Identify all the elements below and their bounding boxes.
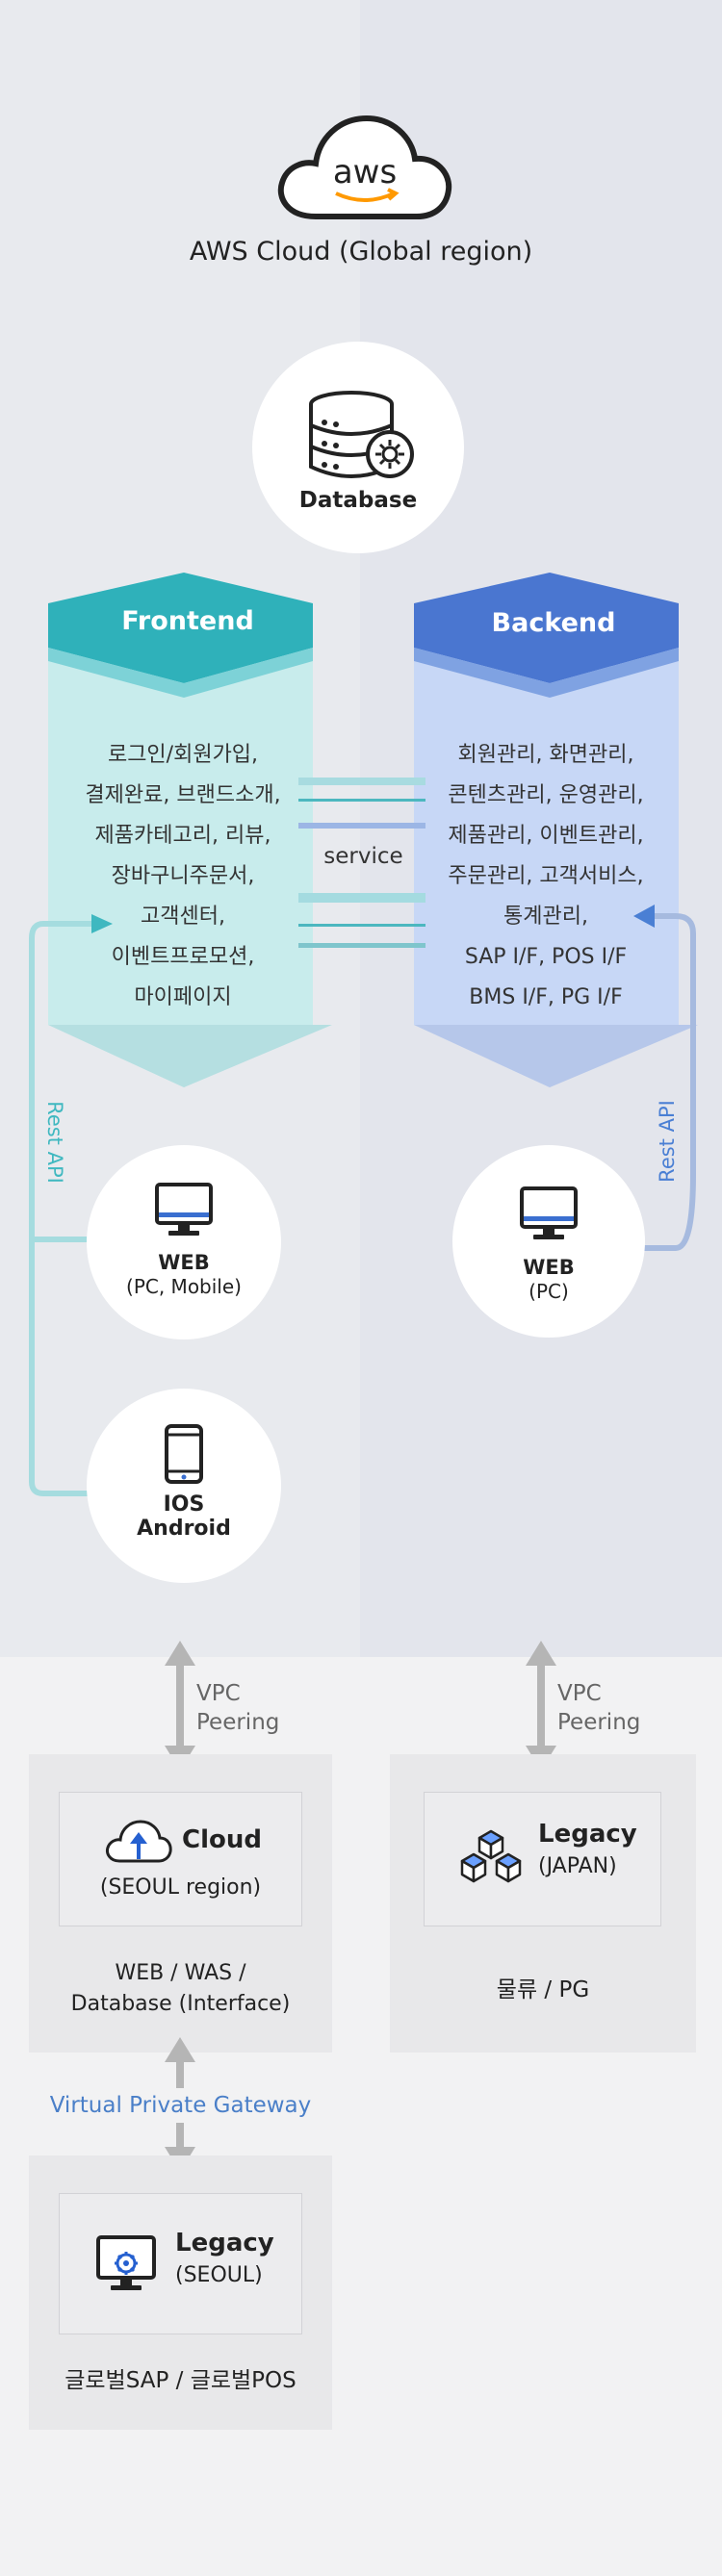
backend-item: 통계관리, xyxy=(503,905,588,929)
monitor-icon xyxy=(520,1186,578,1239)
backend-item: 회원관리, 화면관리, xyxy=(457,743,634,767)
database-label: Database xyxy=(298,488,418,513)
service-label: service xyxy=(323,844,403,869)
backend-title: Backend xyxy=(491,608,616,638)
cloud-seoul-desc-line2: Database (Interface) xyxy=(70,1992,291,2016)
web-pc-title: WEB xyxy=(523,1256,575,1279)
vpc-right-line2: Peering xyxy=(557,1710,641,1735)
cloud-seoul-desc: WEB / WAS / Database (Interface) xyxy=(29,1958,332,2020)
frontend-items: 로그인/회원가입, 결제완료, 브랜드소개, 제품카테고리, 리뷰, 장바구니주… xyxy=(67,735,298,1018)
smartphone-icon xyxy=(165,1424,203,1484)
web-pc-mobile-node: WEB (PC, Mobile) xyxy=(87,1145,281,1339)
legacy-seoul-title: Legacy xyxy=(175,2229,274,2257)
web-pc-sub: (PC) xyxy=(529,1280,569,1303)
legacy-japan-desc: 물류 / PG xyxy=(496,1977,590,2002)
aws-logo-text: aws xyxy=(333,153,397,191)
legacy-japan-sub: (JAPAN) xyxy=(538,1854,617,1878)
database-node: Database xyxy=(252,342,464,553)
monitor-icon xyxy=(155,1183,213,1236)
vpc-right-label: VPC Peering xyxy=(557,1679,640,1737)
backend-pillar xyxy=(414,573,698,1087)
backend-items: 회원관리, 화면관리, 콘텐츠관리, 운영관리, 제품관리, 이벤트관리, 주문… xyxy=(430,735,661,1018)
frontend-pillar xyxy=(48,573,332,1087)
frontend-item: 고객센터, xyxy=(141,905,225,929)
vpc-right-arrow xyxy=(526,1641,556,1771)
cloud-seoul-sub: (SEOUL region) xyxy=(99,1875,262,1900)
legacy-seoul-inner: Legacy (SEOUL) xyxy=(59,2193,302,2334)
vpc-left-arrow xyxy=(165,1641,195,1771)
backend-item: 콘텐츠관리, 운영관리, xyxy=(448,783,644,807)
legacy-japan-inner: Legacy (JAPAN) xyxy=(424,1792,661,1926)
frontend-item: 이벤트프로모션, xyxy=(111,945,255,969)
web-pc-mobile-title: WEB xyxy=(158,1251,210,1274)
vpc-left-label: VPC Peering xyxy=(196,1679,279,1737)
vpc-left-line2: Peering xyxy=(196,1710,280,1735)
backend-item: BMS I/F, PG I/F xyxy=(469,985,623,1009)
cloud-seoul-title: Cloud xyxy=(182,1825,262,1854)
aws-cloud-title: AWS Cloud (Global region) xyxy=(189,237,533,267)
boxes-icon xyxy=(460,1829,522,1883)
vpc-left-line1: VPC xyxy=(196,1681,241,1706)
cloud-seoul-box: Cloud (SEOUL region) WEB / WAS / Databas… xyxy=(29,1754,332,2053)
vpc-right-line1: VPC xyxy=(557,1681,602,1706)
frontend-item: 로그인/회원가입, xyxy=(107,743,259,767)
gateway-label: Virtual Private Gateway xyxy=(0,2088,361,2123)
rest-api-left-label: Rest API xyxy=(43,1101,66,1184)
legacy-seoul-desc: 글로벌SAP / 글로벌POS xyxy=(64,2368,297,2393)
backend-item: SAP I/F, POS I/F xyxy=(464,945,628,969)
cloud-seoul-inner: Cloud (SEOUL region) xyxy=(59,1792,302,1926)
frontend-item: 장바구니주문서, xyxy=(111,864,255,888)
monitor-gear-icon xyxy=(96,2235,156,2290)
ios-android-node: IOS Android xyxy=(87,1389,281,1583)
cloud-seoul-desc-line1: WEB / WAS / xyxy=(115,1961,246,1985)
legacy-seoul-box: Legacy (SEOUL) 글로벌SAP / 글로벌POS xyxy=(29,2155,332,2430)
frontend-item: 결제완료, 브랜드소개, xyxy=(85,783,281,807)
backend-item: 제품관리, 이벤트관리, xyxy=(448,824,644,848)
legacy-seoul-sub: (SEOUL) xyxy=(175,2263,263,2287)
cloud-upload-icon xyxy=(106,1820,172,1863)
aws-cloud-icon: aws xyxy=(277,115,452,219)
ios-label: IOS xyxy=(163,1492,205,1517)
database-icon xyxy=(309,391,414,478)
web-pc-mobile-sub: (PC, Mobile) xyxy=(126,1275,242,1298)
legacy-japan-box: Legacy (JAPAN) 물류 / PG xyxy=(390,1754,696,2053)
frontend-item: 마이페이지 xyxy=(134,985,232,1009)
legacy-japan-title: Legacy xyxy=(538,1820,637,1849)
frontend-title: Frontend xyxy=(121,606,254,636)
android-label: Android xyxy=(137,1517,231,1541)
web-pc-node: WEB (PC) xyxy=(452,1145,645,1338)
rest-api-right-label: Rest API xyxy=(656,1100,679,1183)
service-connectors xyxy=(298,778,425,948)
frontend-item: 제품카테고리, 리뷰, xyxy=(94,824,271,848)
backend-item: 주문관리, 고객서비스, xyxy=(448,864,644,888)
